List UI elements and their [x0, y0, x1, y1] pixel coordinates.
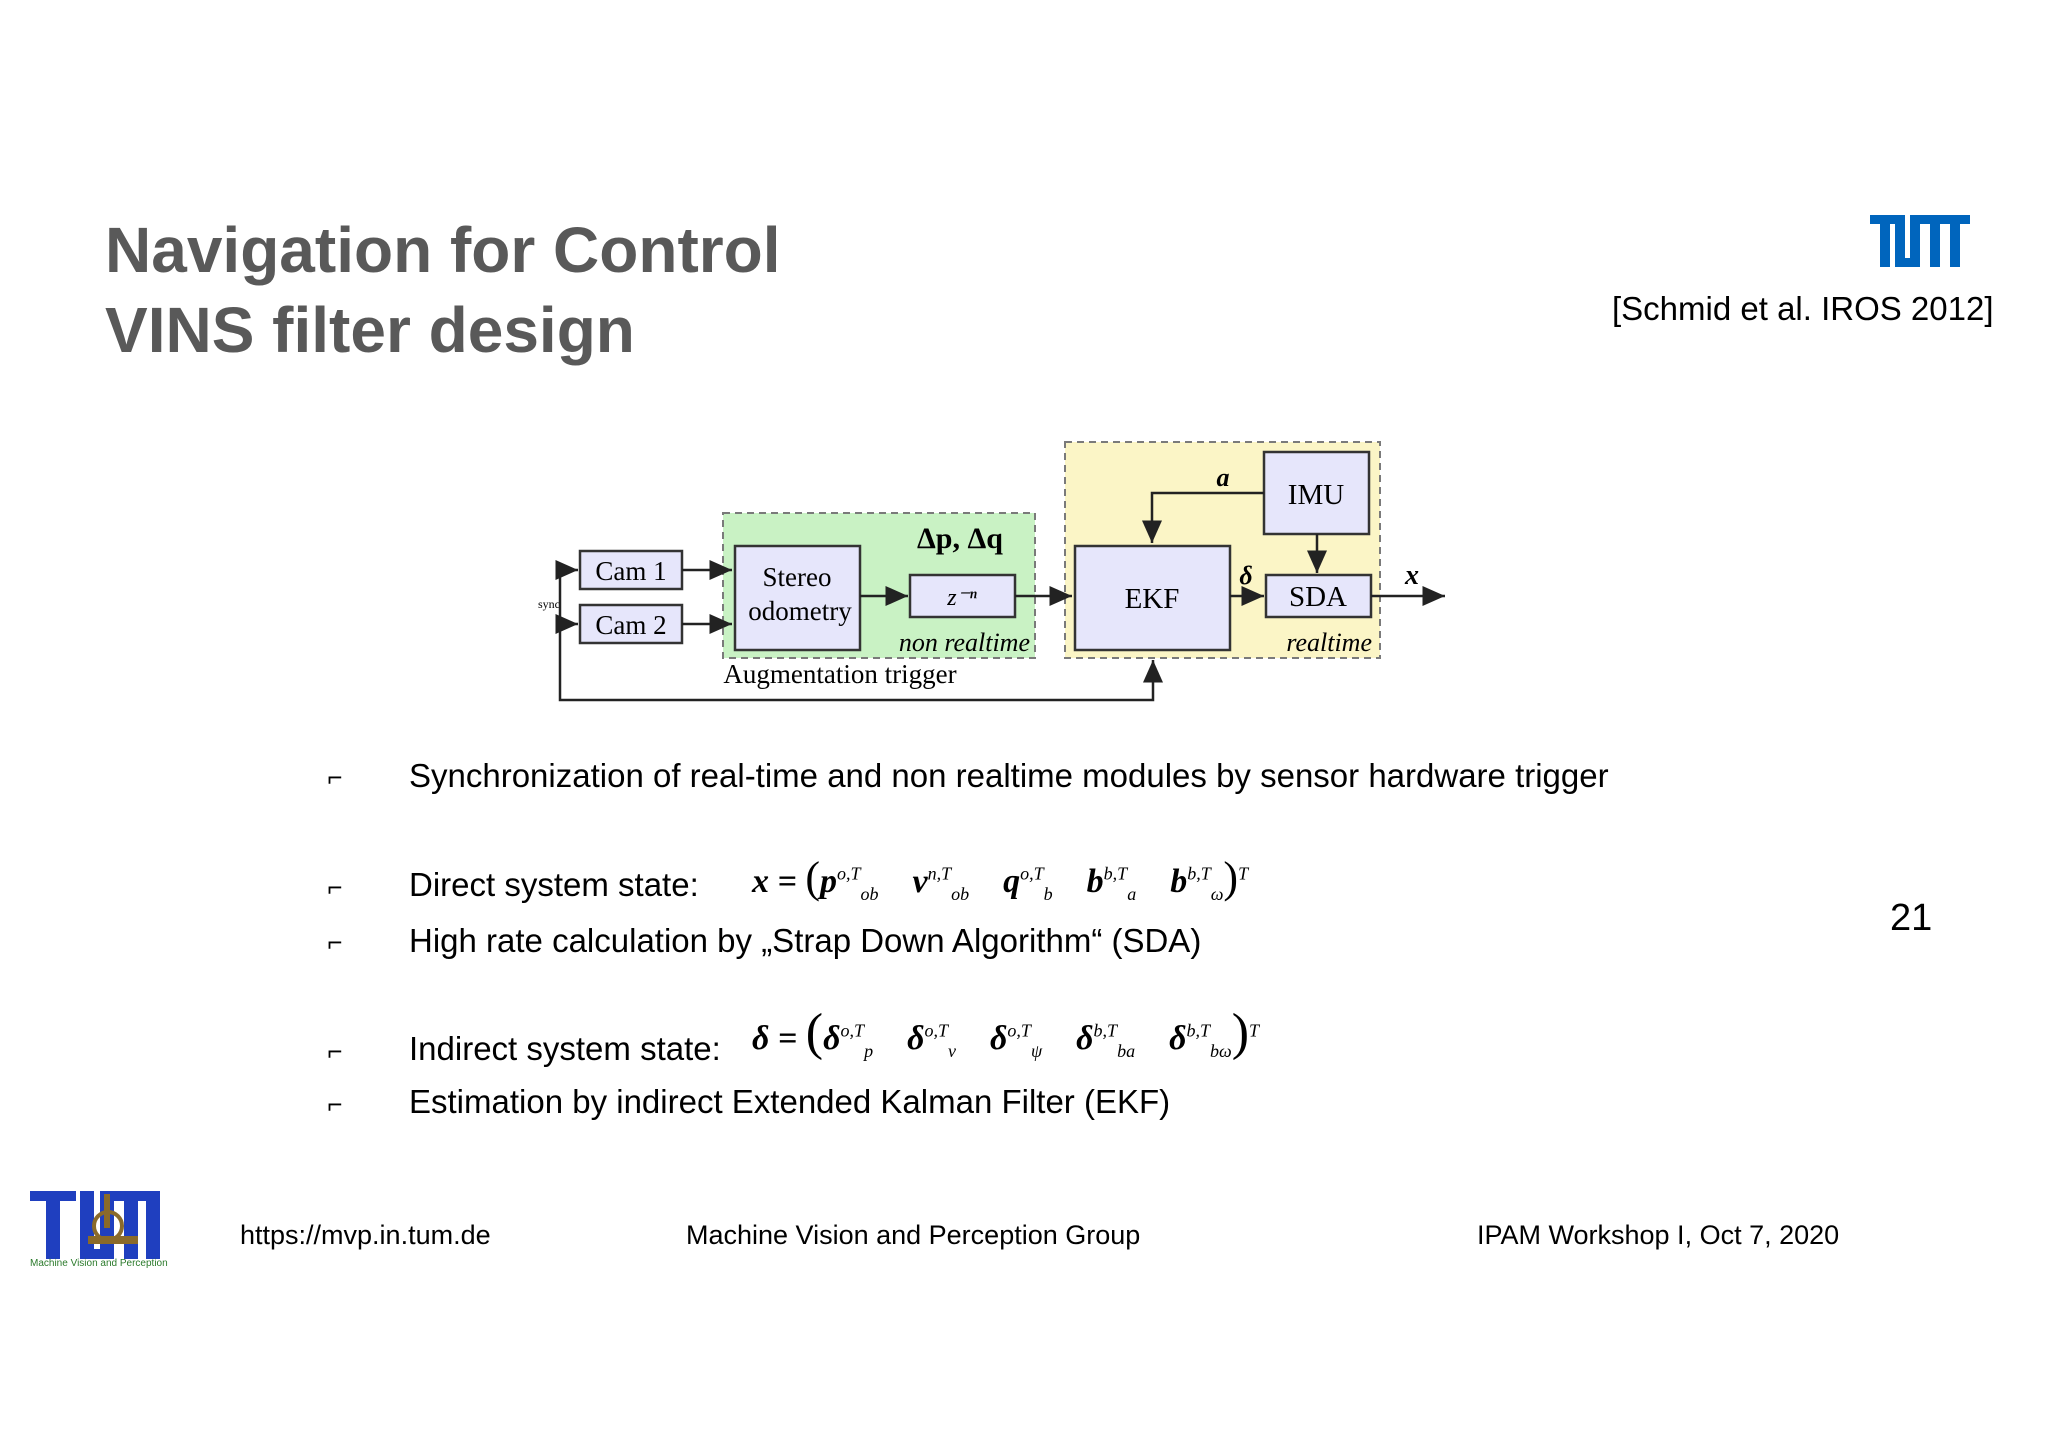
indirect-state-equation: δ = (δo,Tp δo,Tv δo,Tψ δb,Tba δb,Tbω)T — [752, 1004, 1260, 1061]
bullet-sda: High rate calculation by „Strap Down Alg… — [409, 922, 1202, 959]
title-line-1: Navigation for Control — [105, 214, 781, 286]
bullet-direct-state: Direct system state: — [409, 866, 699, 903]
footer-url[interactable]: https://mvp.in.tum.de — [240, 1220, 491, 1250]
mvp-logo-caption: Machine Vision and Perception — [30, 1258, 168, 1269]
imu-label: IMU — [1288, 479, 1344, 511]
vins-block-diagram: Cam 1 Cam 2 sync Stereo odometry Δp, Δq … — [538, 441, 1445, 702]
slide-title: Navigation for Control VINS filter desig… — [105, 210, 781, 370]
bullet-sync: Synchronization of real-time and non rea… — [409, 757, 1609, 794]
non-realtime-label: non realtime — [899, 628, 1030, 657]
footer-event: IPAM Workshop I, Oct 7, 2020 — [1477, 1220, 1840, 1250]
page-number: 21 — [1890, 897, 1933, 939]
sda-box — [1264, 573, 1373, 619]
footer-group: Machine Vision and Perception Group — [686, 1220, 1141, 1250]
delta-pq-label: Δp, Δq — [917, 522, 1003, 555]
augmentation-label: Augmentation trigger — [723, 659, 956, 689]
direct-state-equation: x = (po,Tob vn,Tob qo,Tb bb,Ta bb,Tω)T — [752, 853, 1249, 904]
direct-lhs: x = — [752, 863, 797, 900]
sda-label: SDA — [1289, 581, 1347, 613]
bullet-marker: ⌐ — [327, 762, 343, 792]
bullet-marker: ⌐ — [327, 872, 343, 902]
indirect-lhs: δ = — [752, 1020, 798, 1057]
ekf-label: EKF — [1125, 583, 1180, 615]
delay-label: z⁻ⁿ — [946, 585, 977, 611]
tum-logo-icon — [1870, 215, 1970, 267]
citation: [Schmid et al. IROS 2012] — [1612, 290, 1994, 327]
mvp-logo-icon — [30, 1191, 160, 1259]
stereo-label-1: Stereo — [763, 562, 832, 592]
cam1-label: Cam 1 — [595, 556, 666, 586]
title-line-2: VINS filter design — [105, 294, 635, 366]
bullet-indirect-state: Indirect system state: — [409, 1030, 721, 1067]
realtime-label: realtime — [1286, 628, 1372, 657]
imu-box — [1262, 450, 1371, 536]
stereo-odometry-box — [733, 544, 862, 652]
cam2-label: Cam 2 — [595, 610, 666, 640]
bullet-marker: ⌐ — [327, 927, 343, 957]
ekf-box — [1073, 544, 1232, 652]
delay-box — [908, 573, 1017, 619]
bullet-ekf: Estimation by indirect Extended Kalman F… — [409, 1083, 1171, 1120]
bullet-marker: ⌐ — [327, 1089, 343, 1119]
stereo-label-2: odometry — [748, 596, 852, 626]
delta-state-label: δ — [1239, 561, 1252, 590]
sync-label: sync — [538, 597, 560, 611]
bullet-marker: ⌐ — [327, 1036, 343, 1066]
a-label: a — [1217, 463, 1230, 492]
x-output-label: x — [1404, 560, 1419, 591]
